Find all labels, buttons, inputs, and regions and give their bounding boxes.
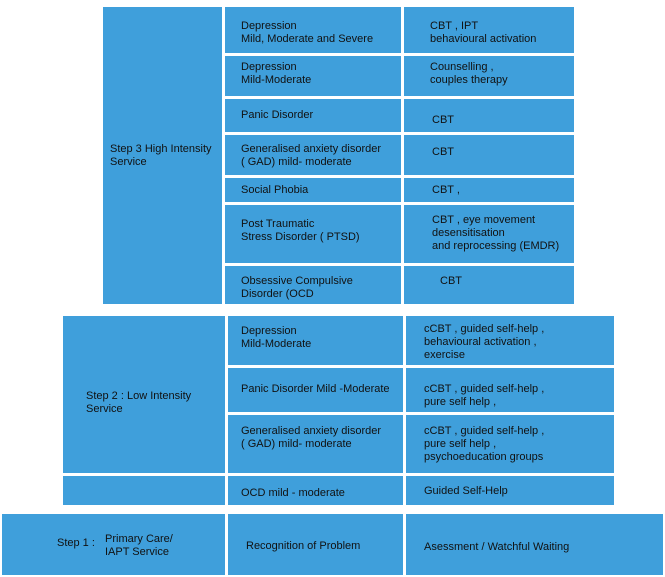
step3-row-divider	[225, 202, 574, 205]
step2-treatment-gad: cCBT , guided self-help , pure self help…	[424, 425, 545, 464]
step2-label: Step 2 : Low Intensity Service	[86, 390, 192, 415]
step2-row-divider	[63, 473, 614, 476]
step3-condition-depression-severe: Depression Mild, Moderate and Severe	[241, 20, 374, 46]
step2-condition-ocd: OCD mild - moderate	[241, 487, 345, 500]
step3-divider-2	[401, 7, 404, 304]
step2-condition-panic: Panic Disorder Mild -Moderate	[241, 383, 390, 396]
step3-condition-ptsd: Post Traumatic Stress Disorder ( PTSD)	[241, 218, 360, 244]
step2-divider-1	[225, 316, 228, 505]
step2-condition-gad: Generalised anxiety disorder ( GAD) mild…	[241, 425, 382, 451]
step2-row-divider	[228, 365, 614, 368]
step3-condition-depression-moderate: Depression Mild-Moderate	[241, 61, 312, 87]
step1-condition: Recognition of Problem	[246, 540, 361, 553]
step3-row-divider	[225, 132, 574, 135]
step3-treatment-panic: CBT	[432, 114, 454, 127]
step3-condition-panic: Panic Disorder	[241, 109, 314, 122]
step3-condition-ocd: Obsessive Compulsive Disorder (OCD	[241, 275, 353, 301]
step2-treatment-panic: cCBT , guided self-help , pure self help…	[424, 383, 545, 409]
step3-treatment-ptsd: CBT , eye movement desensitisation and r…	[432, 214, 560, 253]
step3-treatment-gad: CBT	[432, 146, 454, 159]
step1-treatment: Asessment / Watchful Waiting	[424, 541, 570, 554]
step3-condition-gad: Generalised anxiety disorder ( GAD) mild…	[241, 143, 382, 169]
step3-treatment-counselling: Counselling , couples therapy	[430, 61, 508, 87]
step3-label: Step 3 High Intensity Service	[110, 143, 212, 168]
step2-treatment-depression: cCBT , guided self-help , behavioural ac…	[424, 323, 545, 362]
step1-label: Primary Care/ IAPT Service	[105, 533, 173, 558]
step3-row-divider	[225, 263, 574, 266]
step3-condition-social-phobia: Social Phobia	[241, 184, 309, 197]
step3-divider-1	[222, 7, 225, 304]
step3-row-divider	[225, 96, 574, 99]
step2-condition-depression: Depression Mild-Moderate	[241, 325, 312, 351]
step3-treatment-social-phobia: CBT ,	[432, 184, 460, 197]
step2-treatment-ocd: Guided Self-Help	[424, 485, 508, 498]
step1-divider-1	[225, 514, 228, 575]
step3-row-divider	[225, 175, 574, 178]
step1-divider-2	[403, 514, 406, 575]
step1-label-prefix: Step 1 :	[57, 537, 95, 549]
step2-divider-2	[403, 316, 406, 505]
step3-treatment-ocd: CBT	[440, 275, 462, 288]
step3-treatment-cbt-ipt: CBT , IPT behavioural activation	[430, 20, 537, 46]
step2-row-divider	[228, 412, 614, 415]
step3-row-divider	[225, 53, 574, 56]
